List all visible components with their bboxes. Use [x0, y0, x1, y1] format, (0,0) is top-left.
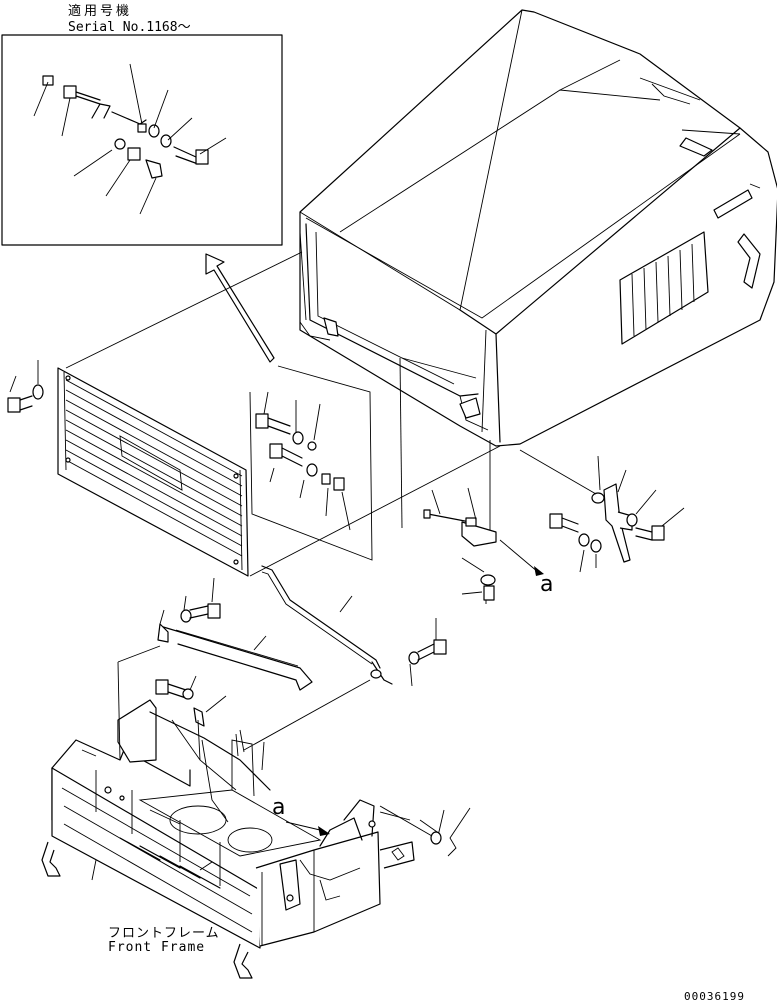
hood-handle-side	[738, 234, 760, 288]
center-bolts-icon	[256, 392, 350, 530]
front-frame-label-en: Front Frame	[108, 940, 206, 955]
latch-assembly	[424, 440, 544, 604]
grille-slats	[66, 380, 242, 556]
inset-serial-label: Serial No.1168～	[68, 20, 191, 35]
rod-bolt-icon	[409, 618, 446, 686]
center-bracket-outline	[250, 358, 476, 560]
support-rod	[262, 566, 392, 684]
front-frame	[42, 700, 414, 978]
assembly-leader-lines	[66, 252, 500, 880]
front-frame-label-jp: フロントフレーム	[108, 926, 220, 941]
ref-label-a-lower: a	[272, 795, 286, 820]
rear-grille	[58, 368, 248, 576]
grille-bolt-icon	[8, 360, 43, 412]
frame-hook-left	[42, 842, 60, 876]
engine-hood	[300, 10, 777, 446]
side-vent-louvers	[620, 232, 708, 344]
figure-number: 00036199	[684, 990, 745, 1003]
hood-handle-upper	[714, 190, 752, 218]
inset-leader-lines	[34, 64, 226, 214]
stay-bar	[158, 578, 312, 690]
frame-hook-right	[234, 944, 252, 978]
frame-bolt-icon	[156, 676, 226, 760]
inset-title-jp: 適用号機	[68, 4, 133, 19]
inset-washer-icon	[115, 125, 208, 178]
ref-label-a-upper: a	[540, 572, 554, 597]
inset-bolt-icon	[43, 76, 146, 132]
inset-detail-box	[2, 35, 282, 245]
side-bracket-icon	[520, 450, 684, 572]
direction-arrow-icon	[206, 254, 274, 362]
